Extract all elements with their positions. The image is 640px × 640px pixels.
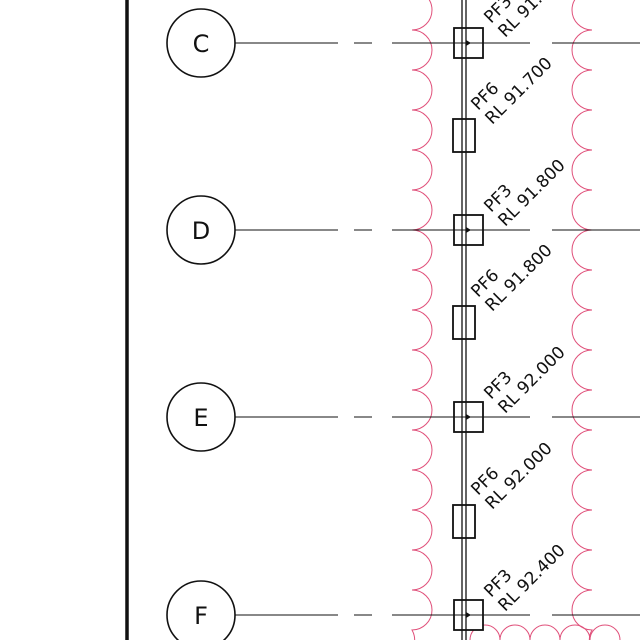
footing-label-pf3-e: PF3 RL 92.000	[480, 343, 569, 418]
grid-bubble-label-f: F	[194, 602, 208, 630]
pad-footing-pf6-cd	[452, 118, 476, 153]
pad-footing-pf3-c	[453, 27, 484, 59]
pad-footing-arrow	[466, 612, 471, 618]
grid-bubble-label-d: D	[192, 217, 210, 245]
pad-footing-pf6-ef	[452, 504, 476, 539]
pad-footing-pf6-de	[452, 305, 476, 340]
revision-cloud-bottom-edge	[469, 624, 621, 640]
pad-footing-arrow	[466, 414, 471, 420]
pad-footing-outline	[452, 504, 476, 539]
grid-line-f: F	[166, 580, 640, 640]
pad-footing-arrow	[466, 40, 471, 46]
pad-footing-outline	[452, 305, 476, 340]
grid-line-c: C	[166, 8, 640, 78]
grid-bubble-label-e: E	[193, 404, 208, 432]
pad-footing-pf3-d	[453, 214, 484, 246]
grid-line-e: E	[166, 382, 640, 452]
pad-footing-pf3-e	[453, 401, 484, 433]
footing-label-pf3-d: PF3 RL 91.800	[480, 156, 569, 231]
pad-footing-pf3-f	[453, 599, 484, 631]
footing-label-pf3-f: PF3 RL 92.400	[480, 541, 569, 616]
revision-cloud-right-edge	[571, 0, 593, 640]
grid-line-d: D	[166, 195, 640, 265]
footing-label-pf6-ef: PF6 RL 92.000	[467, 439, 556, 514]
pad-footing-arrow	[466, 227, 471, 233]
pad-footing-outline	[452, 118, 476, 153]
grid-bubble-label-c: C	[193, 30, 210, 58]
revision-cloud-left-edge	[411, 0, 433, 640]
footing-label-pf3-c: PF3 RL 91.7	[480, 0, 554, 42]
